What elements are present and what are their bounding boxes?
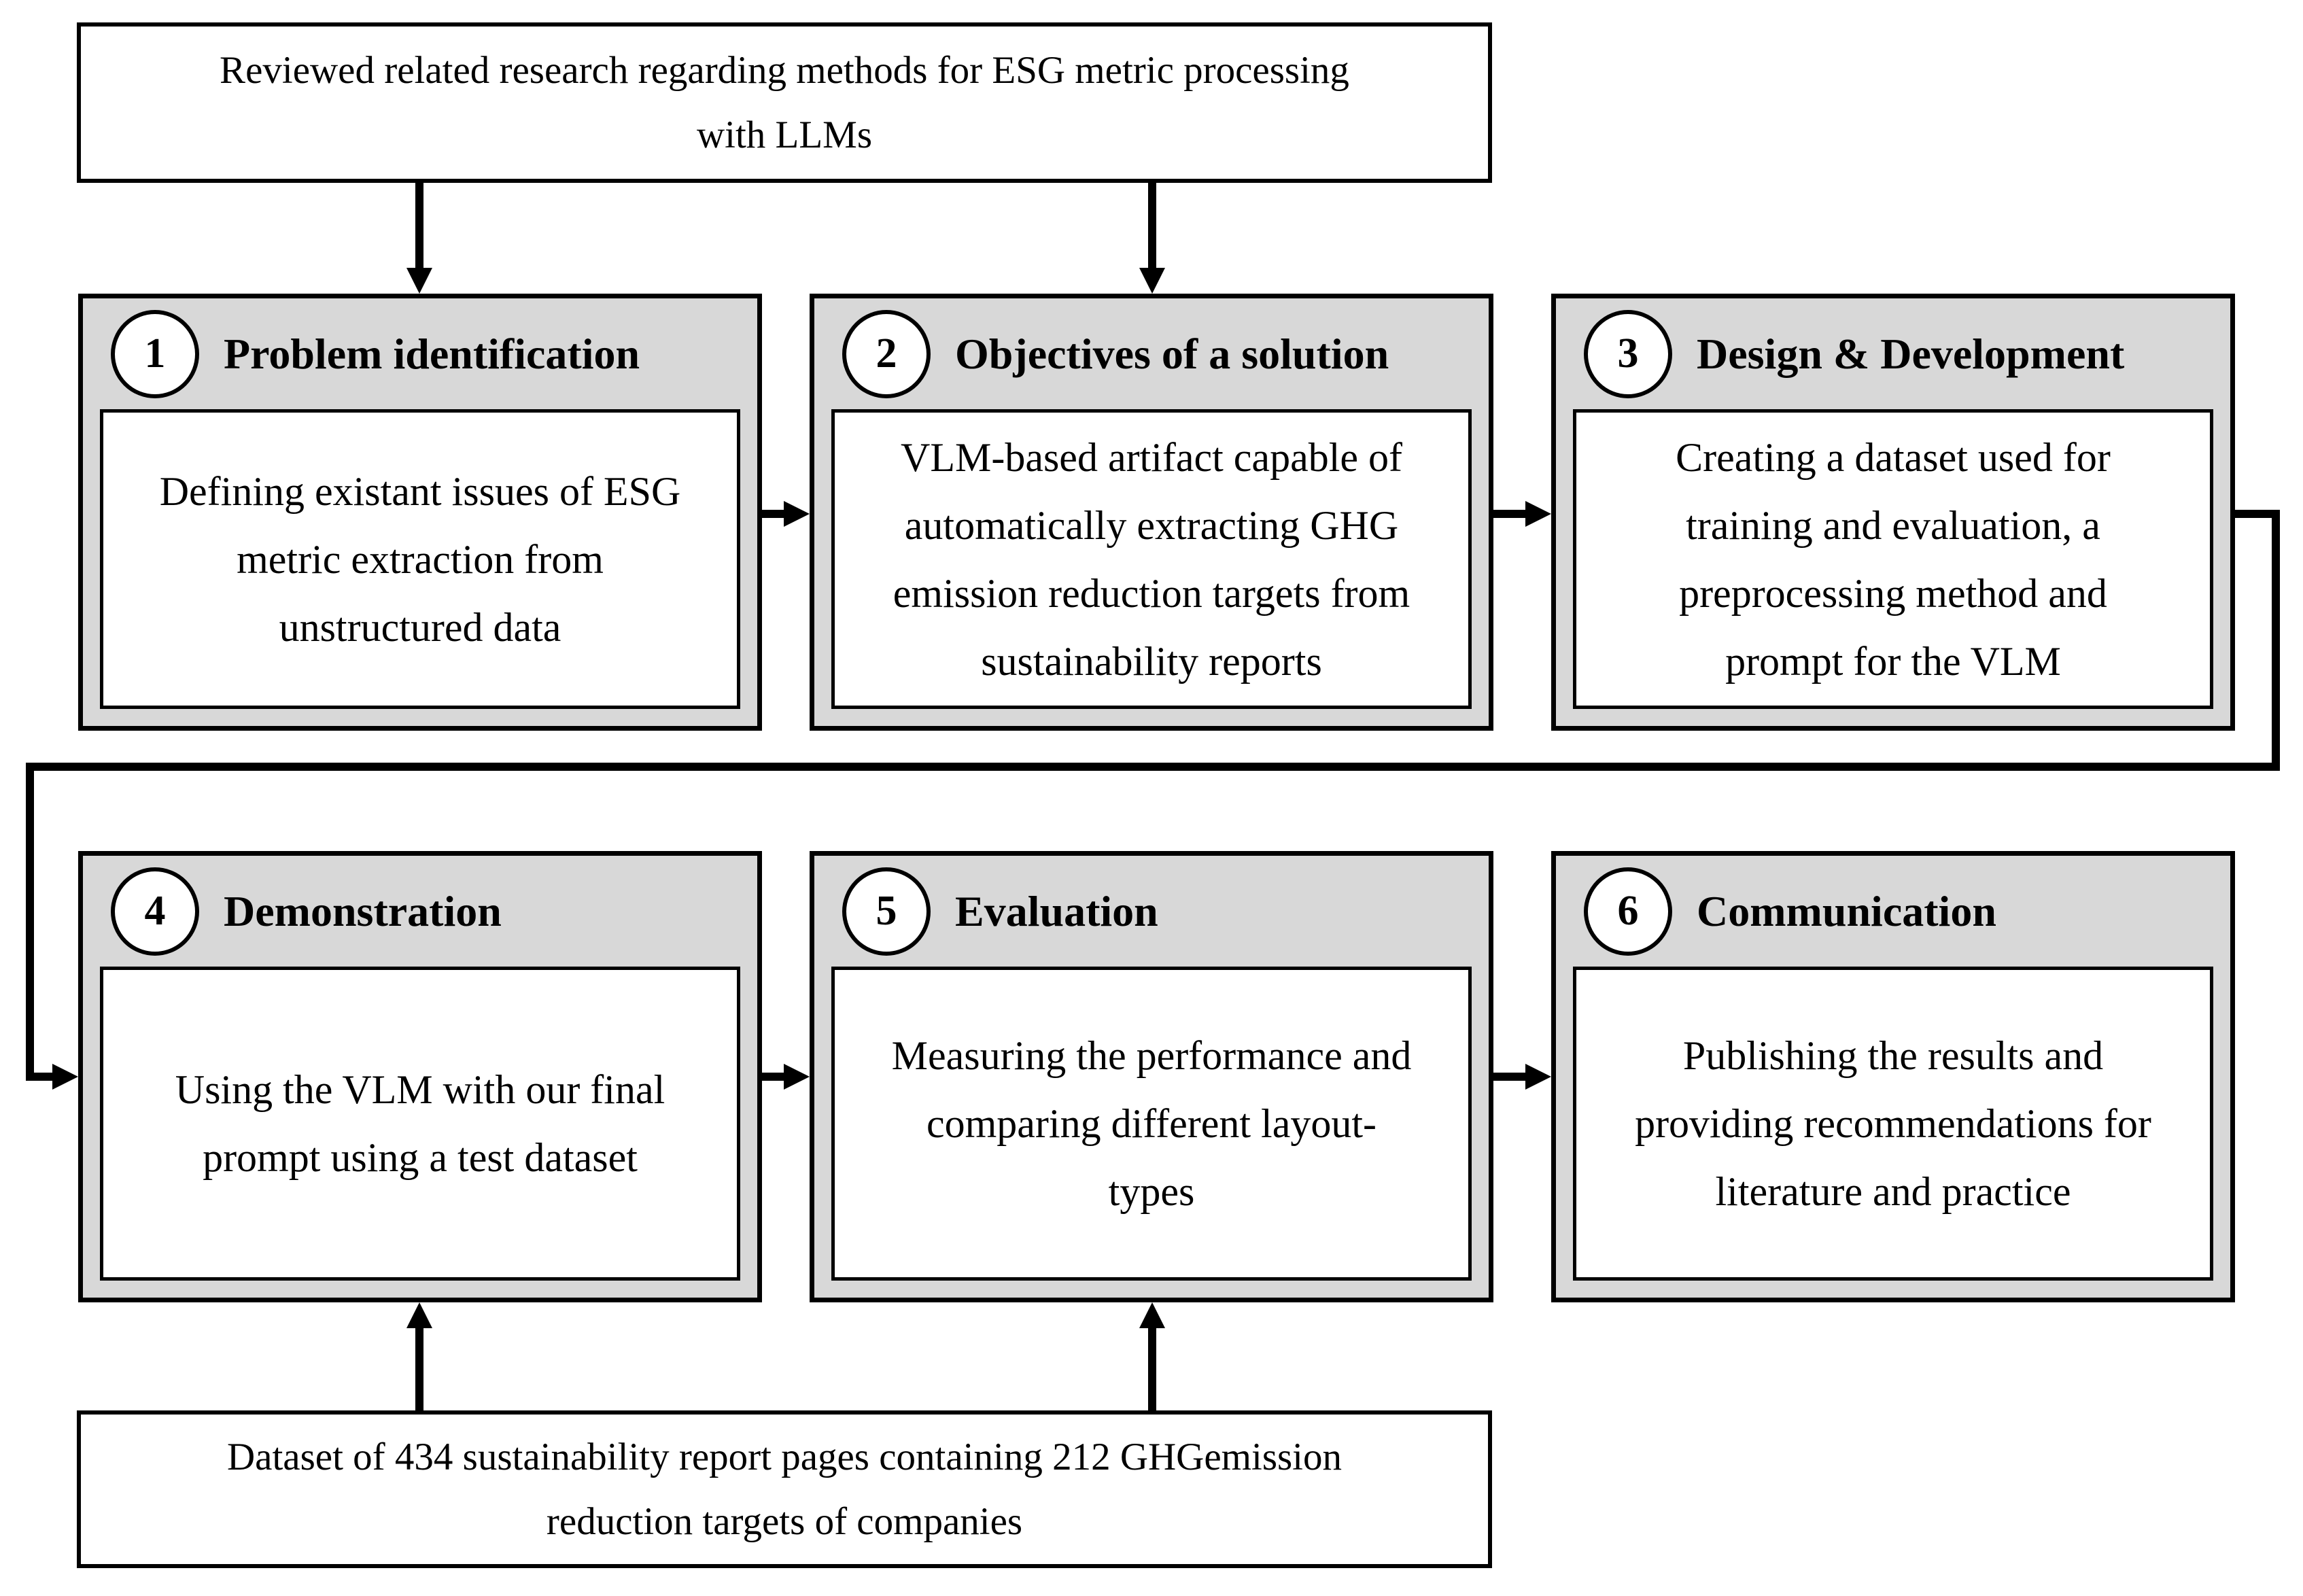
step-number: 5 (876, 888, 897, 934)
connector-step3-to-step4-seg1 (2235, 510, 2280, 518)
step-number: 6 (1617, 888, 1639, 934)
step-number-badge: 6 (1584, 867, 1672, 956)
dataset-note: Dataset of 434 sustainability report pag… (77, 1410, 1492, 1568)
arrowhead-right-icon (1525, 1064, 1551, 1090)
step-number: 3 (1617, 330, 1639, 377)
step-body: Defining existant issues of ESG metric e… (159, 468, 681, 650)
step-number: 4 (144, 888, 166, 934)
step-number-badge: 2 (842, 309, 931, 398)
dataset-note-text: Dataset of 434 sustainability report pag… (226, 1436, 1343, 1543)
step-box-5: 5 Evaluation Measuring the performance a… (810, 851, 1493, 1302)
arrowhead-right-icon (52, 1064, 78, 1090)
step-2-header: 2 Objectives of a solution (814, 298, 1489, 409)
connector-step3-to-step4-seg2 (2272, 510, 2280, 771)
arrowhead-right-icon (1525, 501, 1551, 527)
step-box-1: 1 Problem identification Defining exista… (78, 294, 762, 731)
step-title: Demonstration (224, 886, 502, 935)
step-body: Creating a dataset used for training and… (1676, 434, 2111, 684)
step-number-badge: 4 (111, 867, 199, 956)
step-6-header: 6 Communication (1556, 856, 2230, 967)
step-box-4: 4 Demonstration Using the VLM with our f… (78, 851, 762, 1302)
step-body: Using the VLM with our final prompt usin… (175, 1067, 665, 1180)
step-body-panel: Measuring the performance and comparing … (831, 967, 1472, 1281)
connector-step3-to-step4-seg4 (26, 763, 34, 1081)
arrowhead-down-icon (1139, 268, 1165, 294)
connector-step3-to-step4-seg3 (26, 763, 2280, 771)
step-body-panel: Publishing the results and providing rec… (1573, 967, 2213, 1281)
step-number-badge: 3 (1584, 309, 1672, 398)
step-box-3: 3 Design & Development Creating a datase… (1551, 294, 2235, 731)
literature-review-note-text: Reviewed related research regarding meth… (220, 49, 1349, 156)
arrow-top-to-step2 (1148, 183, 1156, 272)
step-body-panel: Creating a dataset used for training and… (1573, 409, 2213, 709)
arrowhead-right-icon (784, 1064, 810, 1090)
step-4-header: 4 Demonstration (83, 856, 757, 967)
step-title: Communication (1697, 886, 1996, 935)
step-box-6: 6 Communication Publishing the results a… (1551, 851, 2235, 1302)
arrow-top-to-step1 (415, 183, 423, 272)
step-number: 1 (144, 330, 166, 377)
step-title: Problem identification (224, 329, 640, 378)
arrowhead-down-icon (406, 268, 432, 294)
step-1-header: 1 Problem identification (83, 298, 757, 409)
step-box-2: 2 Objectives of a solution VLM-based art… (810, 294, 1493, 731)
arrow-dataset-to-step4 (415, 1325, 423, 1410)
step-number: 2 (876, 330, 897, 377)
arrow-step2-to-step3 (1493, 510, 1529, 518)
step-number-badge: 1 (111, 309, 199, 398)
arrowhead-right-icon (784, 501, 810, 527)
literature-review-note: Reviewed related research regarding meth… (77, 22, 1492, 183)
step-body-panel: Defining existant issues of ESG metric e… (100, 409, 740, 709)
arrow-step1-to-step2 (762, 510, 786, 518)
step-5-header: 5 Evaluation (814, 856, 1489, 967)
step-title: Design & Development (1697, 329, 2125, 378)
connector-step3-to-step4-seg5 (30, 1073, 57, 1081)
step-3-header: 3 Design & Development (1556, 298, 2230, 409)
step-title: Objectives of a solution (955, 329, 1389, 378)
step-body-panel: Using the VLM with our final prompt usin… (100, 967, 740, 1281)
step-body: VLM-based artifact capable of automatica… (893, 434, 1410, 684)
step-body-panel: VLM-based artifact capable of automatica… (831, 409, 1472, 709)
arrow-dataset-to-step5 (1148, 1325, 1156, 1410)
step-title: Evaluation (955, 886, 1158, 935)
step-body: Measuring the performance and comparing … (891, 1033, 1412, 1214)
arrow-step4-to-step5 (762, 1073, 786, 1081)
arrowhead-up-icon (1139, 1302, 1165, 1328)
arrow-step5-to-step6 (1493, 1073, 1529, 1081)
step-body: Publishing the results and providing rec… (1635, 1033, 2151, 1214)
step-number-badge: 5 (842, 867, 931, 956)
arrowhead-up-icon (406, 1302, 432, 1328)
